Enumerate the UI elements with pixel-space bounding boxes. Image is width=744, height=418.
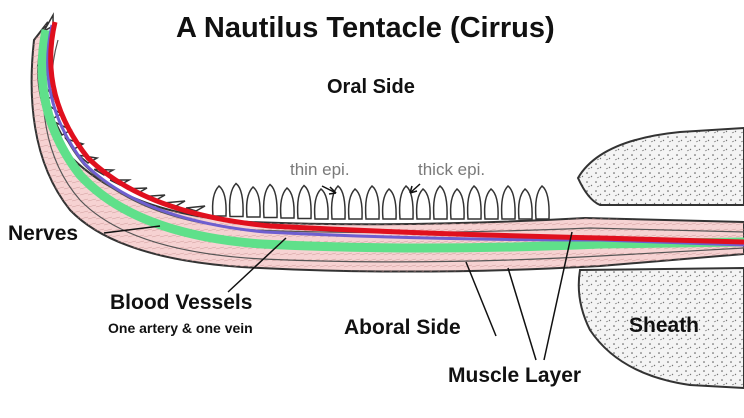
cirrus-tooth xyxy=(313,188,329,220)
cirrus-tooth xyxy=(211,185,227,217)
diagram-title: A Nautilus Tentacle (Cirrus) xyxy=(176,12,555,44)
cirrus-tooth xyxy=(262,183,278,219)
muscle-leader-2 xyxy=(543,231,573,361)
cirrus-tooth xyxy=(296,184,312,220)
epi-arrows xyxy=(321,183,421,195)
cirrus-tooth xyxy=(466,185,482,220)
sheath xyxy=(576,126,744,390)
cirrus-tooth xyxy=(500,185,516,220)
aboral-leader xyxy=(465,261,497,337)
cirrus-tooth xyxy=(330,185,346,220)
cirrus-tooth xyxy=(228,182,244,218)
blood-vessels-leader xyxy=(227,237,287,293)
label-nerves: Nerves xyxy=(8,222,79,245)
cirrus-tooth xyxy=(534,185,550,220)
cirrus-tooth xyxy=(185,205,206,212)
cirrus-tooth xyxy=(347,188,363,220)
cirrus-tooth xyxy=(415,188,431,220)
cirrus-tooth xyxy=(279,187,295,219)
label-thin-epi: thin epi. xyxy=(290,160,350,179)
vein-vessel xyxy=(46,24,744,247)
leader-lines xyxy=(103,225,573,361)
cirrus-tooth xyxy=(483,188,499,220)
label-oral-side: Oral Side xyxy=(327,76,415,98)
cirrus-tooth xyxy=(398,185,414,220)
cirrus-tooth xyxy=(364,185,380,220)
label-blood-vessels-note: One artery & one vein xyxy=(108,320,253,336)
cirrus-tooth xyxy=(432,185,448,220)
label-thick-epi: thick epi. xyxy=(418,160,486,179)
cirrus-tooth xyxy=(381,188,397,220)
label-sheath: Sheath xyxy=(629,314,700,337)
nerve-cord xyxy=(37,29,744,253)
artery-vessel xyxy=(48,21,744,245)
nerves-leader xyxy=(103,225,161,234)
label-aboral-side: Aboral Side xyxy=(344,316,461,339)
cirrus-tooth xyxy=(449,188,465,220)
cirrus-tooth xyxy=(517,188,533,220)
cirrus-tooth xyxy=(245,186,261,218)
label-muscle-layer: Muscle Layer xyxy=(448,364,582,387)
label-blood-vessels: Blood Vessels xyxy=(110,291,253,314)
muscle-leader-1 xyxy=(507,267,537,361)
